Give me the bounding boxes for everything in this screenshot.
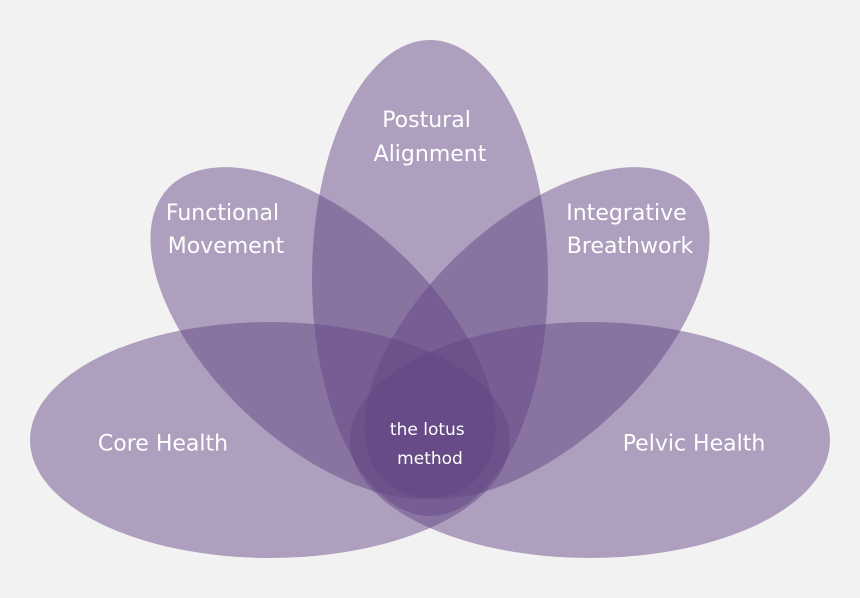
label-functional-movement: Functional Movement: [166, 201, 286, 259]
label-center-line2: method: [397, 449, 463, 469]
label-core-health: Core Health: [98, 432, 228, 457]
label-integrative-breathwork-line2: Breathwork: [567, 234, 694, 259]
label-postural-alignment-line1: Postural: [382, 108, 471, 133]
label-integrative-breathwork-line1: Integrative: [566, 201, 686, 226]
petal-functional-movement: [150, 167, 496, 499]
label-postural-alignment: Postural Alignment: [374, 108, 487, 167]
label-postural-alignment-line2: Alignment: [374, 142, 487, 167]
label-center-method: the lotus method: [390, 420, 470, 469]
petal-integrative-breathwork: [364, 167, 710, 499]
petal-pelvic-health: [350, 322, 830, 558]
label-functional-movement-line1: Functional: [166, 201, 279, 226]
petal-postural-alignment: [312, 40, 548, 516]
label-integrative-breathwork: Integrative Breathwork: [566, 201, 693, 259]
petal-core-health: [30, 322, 510, 558]
label-center-line1: the lotus: [390, 420, 465, 440]
label-functional-movement-line2: Movement: [168, 234, 285, 259]
label-pelvic-health: Pelvic Health: [623, 432, 766, 457]
